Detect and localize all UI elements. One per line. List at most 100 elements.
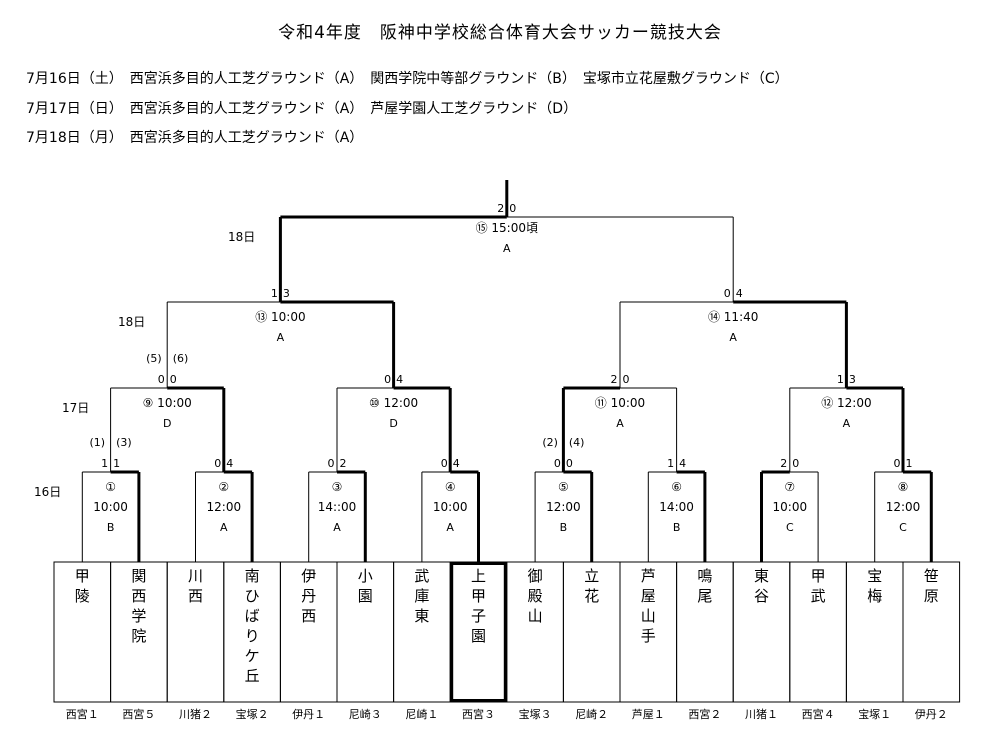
r1-match-time: 12:00	[207, 500, 242, 514]
team-name-char: ケ	[245, 647, 260, 665]
team-name-char: 山	[528, 607, 543, 625]
r1-match-venue: C	[786, 521, 794, 534]
r1-match-score-left: 1	[667, 457, 674, 470]
team-name-char: 手	[641, 627, 656, 645]
team-name-char: 梅	[867, 587, 882, 605]
r2-match-venue: D	[163, 417, 171, 430]
team-name-char: 花	[584, 587, 599, 605]
team-name-char: 関	[131, 567, 146, 585]
team-district-label: 西宮２	[688, 707, 721, 721]
r1-match-venue: B	[673, 521, 681, 534]
team-name-char: 園	[471, 627, 486, 645]
r1-match-time: 14:00	[659, 500, 694, 514]
r3-match-score-left: 1	[271, 287, 278, 300]
team-district-label: 川猪２	[179, 708, 212, 721]
team-name-char: 武	[414, 567, 429, 585]
r1-match-time: 12:00	[886, 500, 921, 514]
team-district-label: 芦屋１	[632, 708, 665, 721]
r1-match-score-left: 0	[214, 457, 221, 470]
r2-match-score-left: 2	[611, 373, 618, 386]
r1-match-score-right: 1	[113, 457, 120, 470]
team-name-char: 甲	[75, 567, 90, 585]
round3-day-label: 18日	[118, 315, 145, 329]
r2-match-number: ⑫ 12:00	[821, 396, 871, 410]
final-day-label: 18日	[228, 230, 255, 244]
team-name-char: 小	[358, 567, 373, 585]
team-name-char: 学	[131, 607, 146, 625]
r2-match-venue: A	[616, 417, 624, 430]
r1-match-score-left: 0	[554, 457, 561, 470]
team-name-char: 山	[641, 607, 656, 625]
team-name-char: 殿	[528, 587, 543, 605]
team-name-char: 丹	[301, 587, 316, 605]
team-name-char: 芦	[641, 567, 656, 585]
team-district-label: 伊丹１	[292, 708, 325, 721]
team-district-label: 川猪１	[745, 708, 778, 721]
r2-match-score-right: 0	[623, 373, 630, 386]
r1-match-time: 14::00	[318, 500, 357, 514]
r1-match-venue: C	[899, 521, 907, 534]
r2-match-number: ⑨ 10:00	[143, 396, 192, 410]
team-name-char: 鳴	[697, 567, 712, 585]
team-district-label: 尼崎３	[349, 707, 382, 721]
r3-match-venue: A	[729, 331, 737, 344]
team-name-char: 宝	[867, 567, 882, 585]
r1-match-venue: B	[107, 521, 115, 534]
team-name-char: 東	[754, 567, 769, 585]
r1-match-number: ⑧	[898, 480, 909, 494]
team-district-label: 宝塚２	[236, 707, 269, 721]
r1-match-number: ③	[332, 480, 343, 494]
schedule-line-2: 7月17日（日） 西宮浜多目的人工芝グラウンド（A） 芦屋学園人工芝グラウンド（…	[26, 101, 578, 117]
r1-match-number: ⑥	[671, 480, 682, 494]
r2-match-score-left: 0	[384, 373, 391, 386]
team-name-char: 西	[131, 587, 146, 605]
round2-day-label: 17日	[62, 401, 89, 415]
team-district-label: 尼崎２	[575, 707, 608, 721]
team-name-char: 尾	[697, 587, 712, 605]
champion-team-box	[450, 562, 507, 702]
round1-day-label: 16日	[34, 485, 61, 499]
r1-match-number: ⑤	[558, 480, 569, 494]
team-name-char: 川	[188, 567, 203, 585]
team-name-char: 丘	[245, 667, 260, 685]
r1-match-venue: A	[220, 521, 228, 534]
team-district-label: 西宮４	[802, 707, 835, 721]
r2-match-number: ⑪ 10:00	[595, 396, 645, 410]
team-name-char: 笹	[924, 567, 939, 585]
team-name-char: 陵	[75, 587, 90, 605]
r1-match-number: ①	[105, 480, 116, 494]
r3-match-score-left: 0	[724, 287, 731, 300]
r2-match-venue: D	[389, 417, 397, 430]
team-name-char: 谷	[754, 587, 769, 605]
team-name-char: 東	[414, 607, 429, 625]
r1-match-number: ④	[445, 480, 456, 494]
team-name-char: り	[245, 627, 260, 645]
r1-match-score-right: 4	[226, 457, 233, 470]
r1-match-score-right: 0	[792, 457, 799, 470]
team-name-char: 御	[528, 567, 543, 585]
r1-match-venue: A	[333, 521, 341, 534]
team-name-char: 原	[924, 587, 939, 605]
team-name-char: 院	[131, 627, 146, 645]
tournament-title: 令和4年度 阪神中学校総合体育大会サッカー競技大会	[278, 23, 722, 43]
team-name-char: 甲	[471, 587, 486, 605]
team-name-char: 西	[188, 587, 203, 605]
schedule-line-3: 7月18日（月） 西宮浜多目的人工芝グラウンド（A）	[26, 130, 364, 146]
r2-match-number: ⑩ 12:00	[369, 396, 418, 410]
r1-match-venue: A	[446, 521, 454, 534]
r2-match-score-left: 0	[158, 373, 165, 386]
team-district-label: 西宮３	[462, 707, 495, 721]
team-name-char: 上	[471, 567, 486, 585]
team-district-label: 西宮５	[122, 707, 155, 721]
team-name-char: 子	[471, 607, 486, 625]
r3-match-score-right: 4	[736, 287, 743, 300]
team-district-label: 伊丹２	[915, 708, 948, 721]
team-name-char: 甲	[811, 567, 826, 585]
team-name-char: 立	[584, 567, 599, 585]
team-name-char: ば	[245, 607, 260, 625]
r1-match-score-left: 0	[441, 457, 448, 470]
team-name-char: 西	[301, 607, 316, 625]
r3-match-score-right: 3	[283, 287, 290, 300]
team-name-char: 南	[245, 567, 260, 585]
